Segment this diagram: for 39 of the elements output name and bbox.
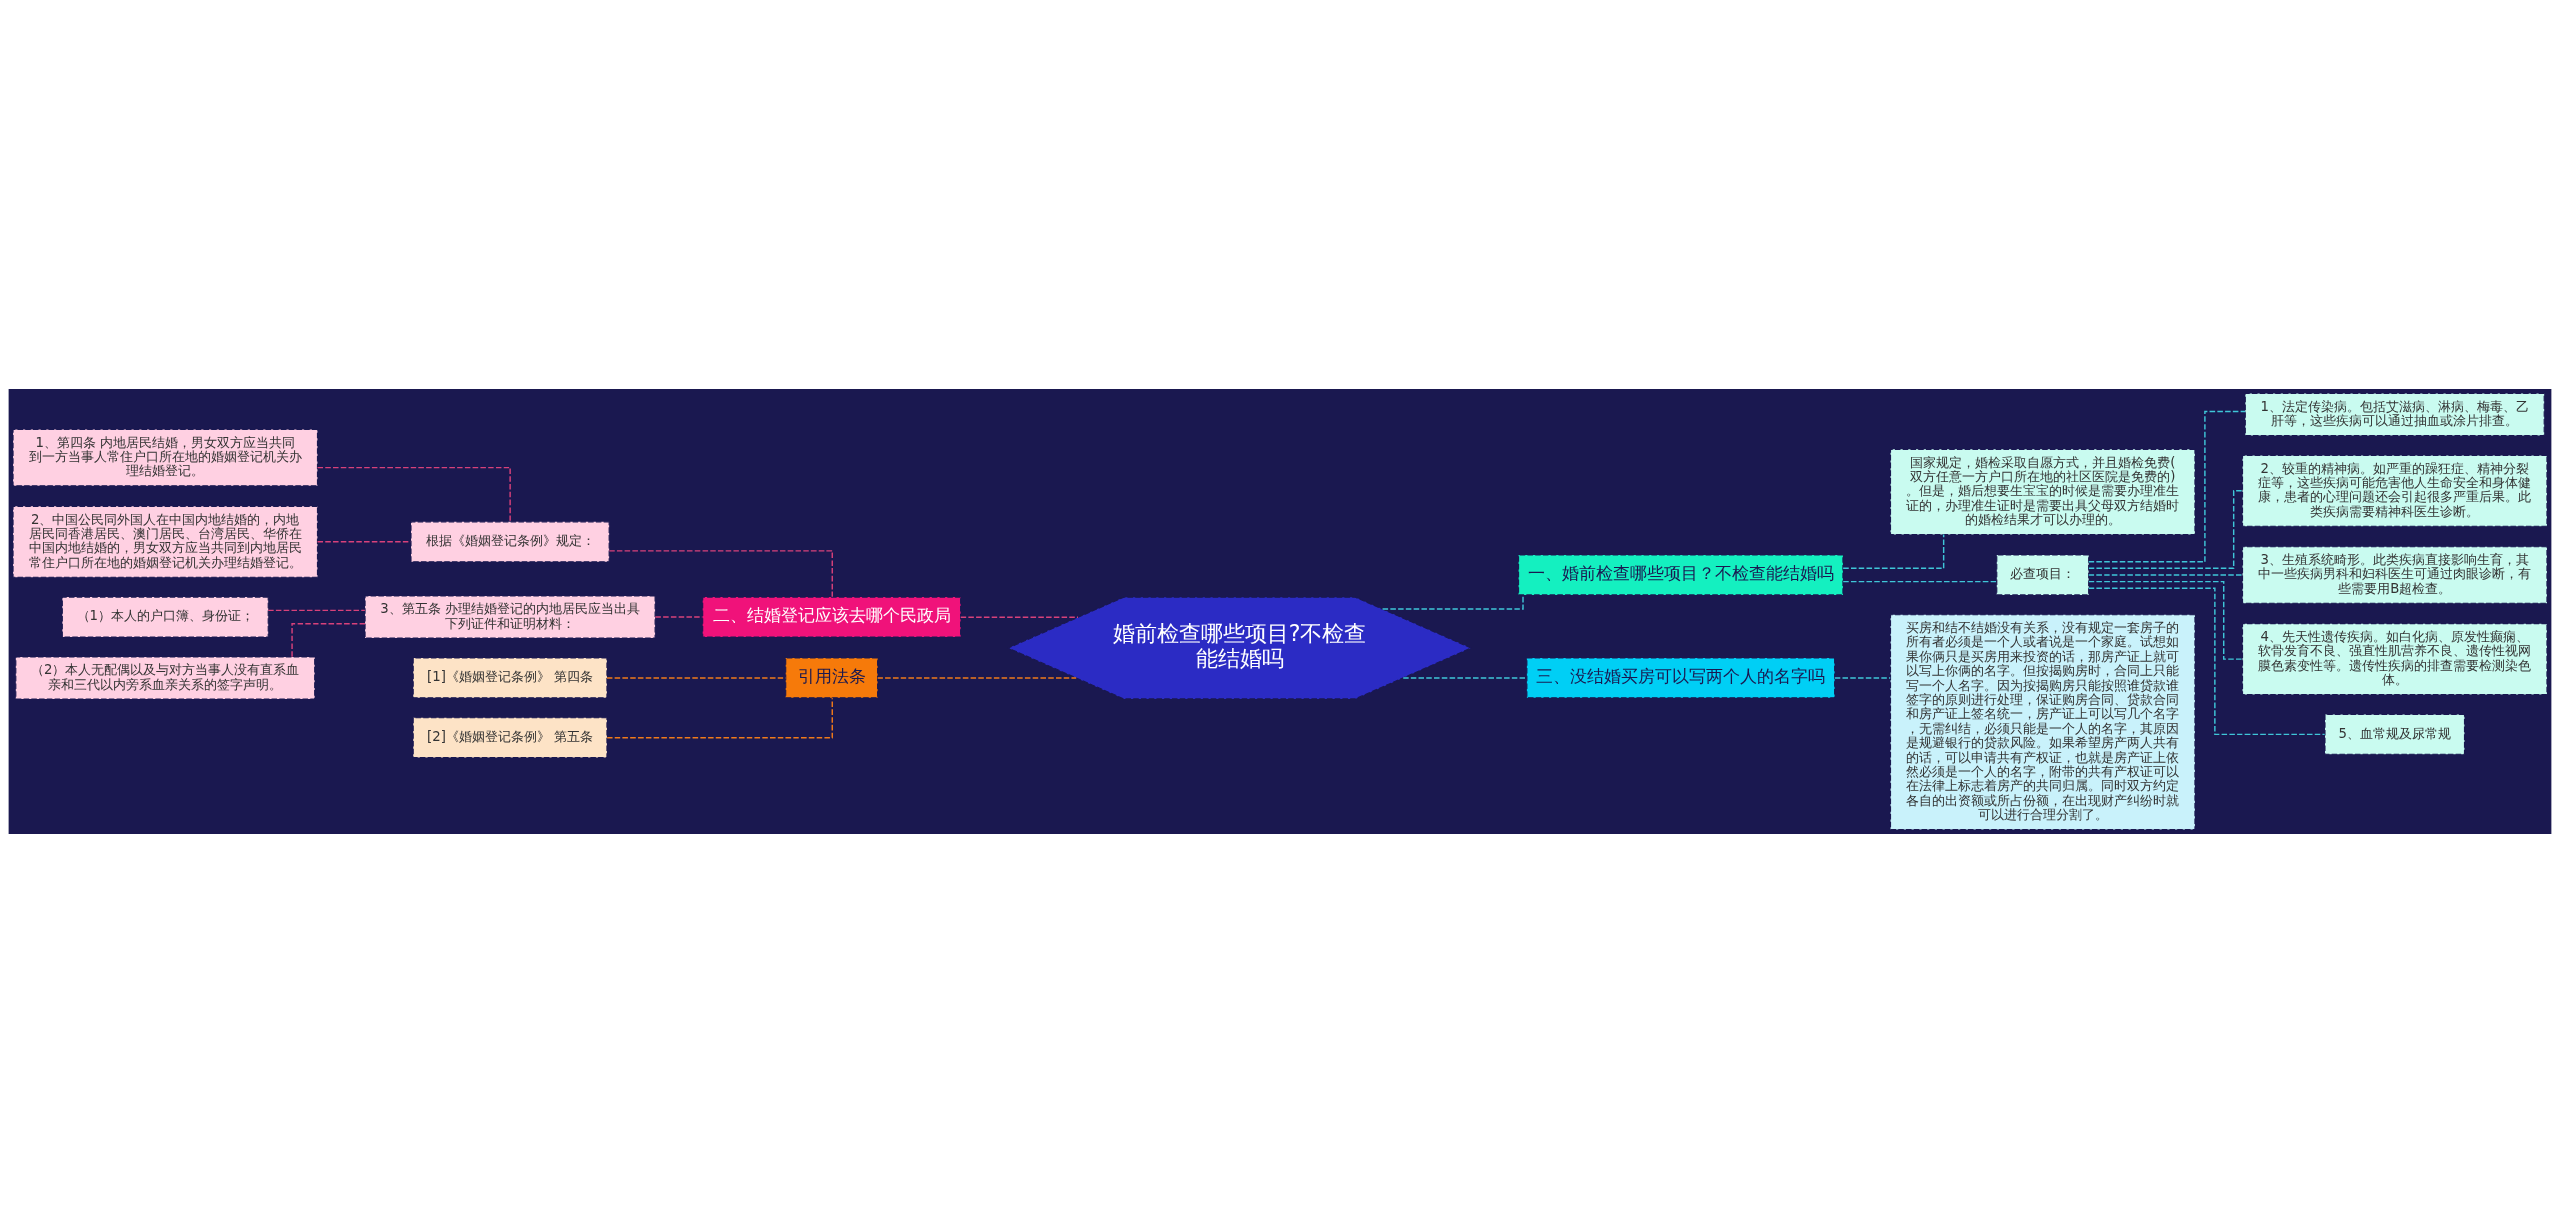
node-box: [1]《婚姻登记条例》 第四条 — [412, 657, 608, 699]
node-box: 二、结婚登记应该去哪个民政局 — [702, 596, 962, 638]
node-box: 2、中国公民同外国人在中国内地结婚的，内地居民同香港居民、澳门居民、台湾居民、华侨在中国内地结婚的，男女双方应当共同到内地居民常住户口所在地的婚姻登记机关办理结婚登记。 — [12, 505, 319, 578]
connector — [960, 616, 1079, 618]
connector — [876, 677, 1077, 679]
node-box: 1、第四条 内地居民结婚，男女双方应当共同到一方当事人常住户口所在地的婚姻登记机关办理结婚登记。 — [12, 428, 319, 487]
connector — [1842, 580, 1998, 583]
node-box: （2）本人无配偶以及与对方当事人没有直系血亲和三代以内旁系血亲关系的签字声明。 — [15, 656, 316, 700]
node-box: 三、没结婚买房可以写两个人的名字吗 — [1526, 657, 1836, 699]
node-box: 1、法定传染病。包括艾滋病、淋病、梅毒、乙肝等，这些疾病可以通过抽血或涂片排查。 — [2244, 392, 2545, 437]
node-box: 4、先天性遗传疾病。如白化病、原发性癫痫、软骨发育不良、强直性肌营养不良、遗传性视网膜色素变性等。遗传性疾病的排查需要检测染色体。 — [2241, 623, 2548, 696]
node-box: 一、婚前检查哪些项目？不检查能结婚吗 — [1518, 554, 1844, 596]
node-box: 3、生殖系统畸形。此类疾病直接影响生育，其中一些疾病男科和妇科医生可通过肉眼诊断，有些需要用B超检查。 — [2241, 546, 2548, 604]
connector — [606, 677, 787, 679]
node-box: [2]《婚姻登记条例》 第五条 — [412, 717, 608, 759]
node-box: 2、较重的精神病。如严重的躁狂症、精神分裂症等，这些疾病可能危害他人生命安全和身体健康，患者的心理问题还会引起很多严重后果。此类疾病需要精神科医生诊断。 — [2241, 454, 2548, 527]
connector — [1402, 677, 1528, 679]
connector — [291, 622, 366, 658]
node-box: 必查项目： — [1996, 554, 2090, 596]
connector — [1834, 677, 1891, 679]
connector — [606, 697, 833, 739]
connector — [267, 609, 366, 612]
node-box: 国家规定，婚检采取自愿方式，并且婚检免费(双方任意一方户口所在地的社区医院是免费的)。但是，婚后想要生宝宝的时候是需要办理准生证的，办理准生证时是需要出具父母双方结婚时的婚检结果才可以办理的。 — [1889, 448, 2196, 536]
connector — [316, 466, 511, 523]
connector — [2088, 574, 2243, 576]
connector — [2088, 580, 2244, 660]
connector — [2088, 490, 2244, 570]
connector — [2088, 410, 2246, 563]
connector — [608, 550, 833, 598]
node-box: 3、第五条 办理结婚登记的内地居民应当出具下列证件和证明材料： — [364, 595, 656, 639]
node-box: 根据《婚姻登记条例》规定： — [410, 521, 610, 563]
connector — [1842, 533, 1945, 570]
connector — [654, 616, 703, 618]
connector — [2088, 587, 2326, 736]
node-box: 买房和结不结婚没有关系，没有规定一套房子的所有者必须是一个人或者说是一个家庭。试想如果你俩只是买房用来投资的话，那房产证上就可以写上你俩的名字。但按揭购房时，合同上只能写一个人名字。因为按揭购房只能按照谁贷款谁签字的原则进行处理，保证购房合同、贷款合同和房产证上签名统一，房产证上可以写几个名字，无需纠结，必须只能是一个人的名字，其原因是规避银行的贷款风险。如果希望房产两人共有的话，可以申请共有产权证，也就是房产证上依然必须是一个人的名字，附带的共有产权证可以在法律上标志着房产的共同归属。同时双方约定各自的出资额或所占份额，在出现财产纠纷时就可以进行合理分割了。 — [1889, 614, 2196, 831]
node-box: （1）本人的户口簿、身份证； — [61, 596, 269, 638]
node-box: 引用法条 — [785, 657, 879, 699]
node-box: 5、血常规及尿常规 — [2324, 713, 2466, 755]
connector — [316, 541, 412, 543]
